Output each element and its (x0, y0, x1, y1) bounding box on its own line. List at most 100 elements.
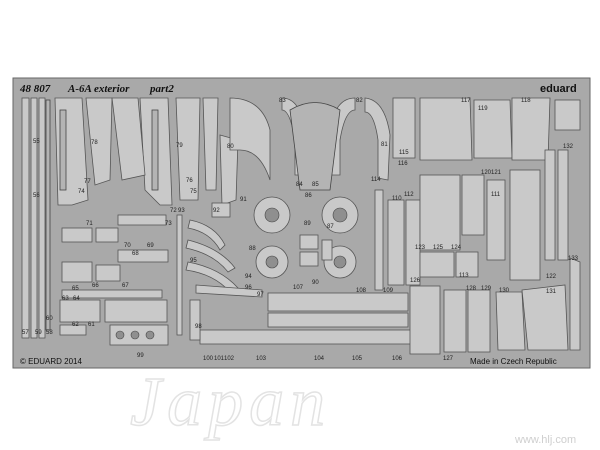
part-number-label: 112 (404, 192, 414, 198)
fret-subject: A-6A exterior (67, 83, 130, 95)
part-number-label: 76 (186, 178, 193, 184)
part-number-label: 117 (461, 98, 471, 104)
part-group-111-133 (486, 99, 581, 351)
part-number-label: 99 (137, 353, 144, 359)
part-number-label: 60 (46, 316, 53, 322)
part-number-label: 89 (304, 221, 311, 227)
part-number-label: 125 (433, 245, 444, 251)
part-number-label: 65 (72, 286, 79, 292)
part-number-label: 114 (371, 177, 381, 183)
part-number-label: 73 (165, 221, 172, 227)
part-number-label: 96 (245, 285, 252, 291)
part-group-73-79 (54, 97, 173, 206)
part-number-label: 119 (478, 106, 488, 112)
part-group-55-60 (21, 97, 51, 339)
part-number-label: 61 (88, 322, 95, 328)
part-number-label: 75 (190, 189, 197, 195)
part-number-label: 69 (147, 243, 154, 249)
part-group-110-116 (374, 97, 421, 291)
part-number-label: 105 (352, 356, 363, 362)
part-number-label: 132 (563, 144, 574, 150)
part-group-117-119 (419, 97, 551, 161)
part-group-75-80 (175, 97, 239, 206)
part-number-label: 63 (62, 296, 69, 302)
part-number-label: 71 (86, 221, 93, 227)
part-number-label: 102 (224, 356, 235, 362)
part-number-label: 100 (203, 356, 214, 362)
part-group-57-72 (59, 214, 169, 346)
part-number-label: 59 (35, 330, 42, 336)
part-number-label: 57 (22, 330, 29, 336)
copyright: © EDUARD 2014 (20, 357, 82, 366)
part-number-label: 121 (491, 170, 502, 176)
part-number-label: 120 (481, 170, 492, 176)
part-number-label: 126 (410, 278, 421, 284)
made-in: Made in Czech Republic (470, 357, 557, 366)
part-number-label: 94 (245, 274, 252, 280)
part-number-label: 127 (443, 356, 454, 362)
part-number-label: 123 (415, 245, 426, 251)
kit-number: 48 807 (19, 83, 51, 95)
part-number-label: 72 (170, 208, 177, 214)
watermark-url: www.hlj.com (514, 434, 576, 446)
part-number-label: 122 (546, 274, 557, 280)
part-number-label: 77 (84, 179, 91, 185)
part-group-91-97 (185, 202, 263, 298)
part-group-87-88 (253, 196, 359, 279)
part-number-label: 116 (398, 161, 408, 167)
part-number-label: 81 (381, 142, 388, 148)
part-number-label: 108 (356, 288, 367, 294)
part-number-label: 68 (132, 251, 139, 257)
part-group-126-131 (409, 284, 569, 355)
part-number-label: 103 (256, 356, 267, 362)
part-number-label: 115 (399, 150, 409, 156)
part-number-label: 97 (257, 292, 264, 298)
part-number-label: 130 (499, 288, 510, 294)
part-number-label: 85 (312, 182, 319, 188)
part-number-label: 104 (314, 356, 325, 362)
part-number-label: 98 (195, 324, 202, 330)
part-number-label: 82 (356, 98, 363, 104)
part-number-label: 131 (546, 289, 557, 295)
part-number-label: 101 (214, 356, 225, 362)
part-number-label: 84 (296, 182, 303, 188)
part-number-label: 88 (249, 246, 256, 252)
part-number-label: 95 (190, 258, 197, 264)
part-93 (176, 214, 183, 336)
part-number-label: 83 (279, 98, 286, 104)
part-number-label: 74 (78, 189, 85, 195)
part-number-label: 80 (227, 144, 234, 150)
part-number-label: 70 (124, 243, 131, 249)
part-number-label: 64 (73, 296, 80, 302)
part-number-label: 113 (459, 273, 469, 279)
part-group-89-90 (299, 234, 333, 267)
part-number-label: 106 (392, 356, 403, 362)
part-number-label: 87 (327, 224, 334, 230)
part-number-label: 107 (293, 285, 304, 291)
part-number-label: 92 (213, 208, 220, 214)
part-number-label: 79 (176, 143, 183, 149)
part-number-label: 111 (491, 192, 501, 198)
part-number-label: 118 (521, 98, 531, 104)
part-number-label: 58 (46, 330, 53, 336)
part-group-82-85 (229, 97, 391, 191)
part-number-label: 129 (481, 286, 492, 292)
part-number-label: 109 (383, 288, 394, 294)
brand-logo: eduard (540, 83, 577, 95)
part-number-label: 56 (33, 193, 40, 199)
part-number-label: 66 (92, 283, 99, 289)
fret-part: part2 (149, 83, 174, 95)
part-number-label: 128 (466, 286, 477, 292)
part-number-labels: 55 56 57 58 59 60 61 62 63 64 65 66 67 68 69 70 71 72 73 74… (22, 98, 579, 362)
part-group-120-125 (419, 174, 485, 278)
part-number-label: 62 (72, 322, 79, 328)
part-number-label: 91 (240, 197, 247, 203)
part-number-label: 55 (33, 139, 40, 145)
part-number-label: 124 (451, 245, 462, 251)
part-number-label: 78 (91, 140, 98, 146)
watermark-text: Japan (130, 364, 331, 441)
part-number-label: 93 (178, 208, 185, 214)
part-number-label: 67 (122, 283, 129, 289)
part-number-label: 110 (392, 196, 402, 202)
